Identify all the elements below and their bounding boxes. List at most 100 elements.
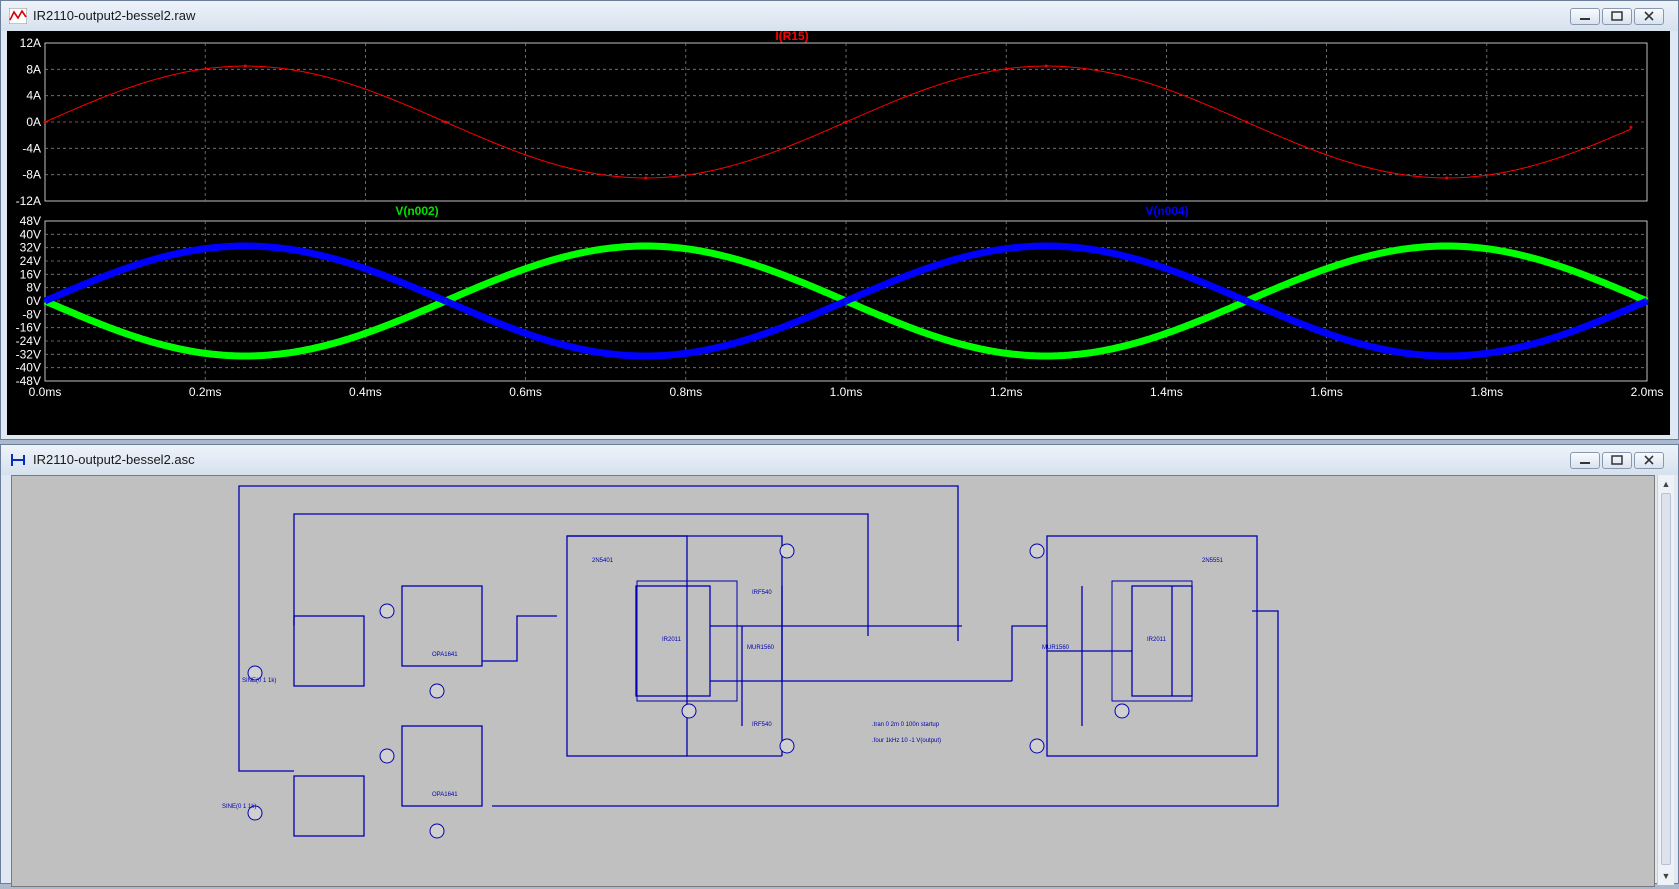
scroll-up-icon[interactable]: ▲ (1661, 479, 1671, 489)
source-bottom-label[interactable]: SINE(0 1 1k) (222, 804, 256, 810)
data-point-vn004 (644, 354, 648, 358)
x-tick-label: 0.8ms (669, 385, 702, 399)
data-point-vn004 (1645, 299, 1649, 303)
x-tick-label: 0.4ms (349, 385, 382, 399)
top-trace-label[interactable]: I(R15) (775, 29, 808, 43)
data-point-vn002 (644, 244, 648, 248)
scroll-thumb[interactable] (1661, 493, 1671, 865)
schematic-wires (238, 485, 1279, 837)
data-point-ir15 (243, 64, 247, 68)
data-point-ir15 (43, 120, 47, 124)
schematic-window-title: IR2110-output2-bessel2.asc (33, 452, 195, 467)
data-point-vn002 (243, 354, 247, 358)
transistor-b-label[interactable]: 2N5551 (1202, 558, 1224, 564)
waveform-titlebar[interactable]: IR2110-output2-bessel2.raw (1, 1, 1678, 31)
x-tick-label: 1.4ms (1150, 385, 1183, 399)
x-tick-label: 0.0ms (29, 385, 62, 399)
x-tick-label: 0.6ms (509, 385, 542, 399)
top-pane-y-tick-label: -4A (22, 141, 41, 155)
top-pane-y-tick-label: 12A (20, 36, 41, 50)
data-point-ir15 (644, 176, 648, 180)
schematic-maximize-button[interactable] (1602, 452, 1632, 469)
opamp-label-bottom[interactable]: OPA1641 (432, 792, 458, 798)
right-ic-label[interactable]: IR2011 (1147, 637, 1167, 643)
schematic-titlebar[interactable]: IR2110-output2-bessel2.asc (1, 445, 1678, 475)
data-point-vn004 (444, 299, 447, 303)
x-tick-label: 2.0ms (1631, 385, 1664, 399)
close-icon (1644, 455, 1654, 465)
top-pane-y-tick-label: -8A (22, 168, 41, 182)
transistor-a-label[interactable]: 2N5401 (592, 558, 614, 564)
top-pane-y-tick-label: 0A (26, 115, 41, 129)
schematic-close-button[interactable] (1634, 452, 1664, 469)
data-point-vn002 (1044, 354, 1048, 358)
minimize-icon (1580, 18, 1590, 20)
source-top[interactable] (247, 665, 263, 681)
restore-icon (1611, 455, 1623, 465)
bottom-pane-y-tick-label: -16V (16, 321, 41, 335)
x-tick-label: 1.0ms (830, 385, 863, 399)
x-tick-label: 0.2ms (189, 385, 222, 399)
schematic-svg[interactable]: SINE(0 1 1k) SINE(0 1 1k) OPA1641 OPA164… (12, 476, 1652, 884)
directive-3[interactable]: .four 1kHz 10 -1 V(output) (872, 738, 941, 744)
data-point-vn004 (243, 244, 247, 248)
minimize-icon (1580, 462, 1590, 464)
plot-svg[interactable]: 12A8A4A0A-4A-8A-12A48V40V32V24V16V8V0V-8… (7, 29, 1670, 435)
schematic-window: IR2110-output2-bessel2.asc (0, 444, 1679, 887)
bottom-pane-y-tick-label: -24V (16, 334, 41, 348)
left-ic-label[interactable]: IR2011 (662, 637, 682, 643)
bottom-pane-y-tick-label: 32V (20, 241, 41, 255)
bottom-pane-y-tick-label: 48V (20, 214, 41, 228)
source-bottom[interactable] (247, 805, 263, 821)
opamp-label-top[interactable]: OPA1641 (432, 652, 458, 658)
data-point-vn004 (43, 299, 47, 303)
bottom-trace-label-1[interactable]: V(n002) (395, 204, 438, 218)
trace-i-r15[interactable] (44, 65, 1632, 179)
data-point-vn004 (844, 299, 848, 303)
maximize-button[interactable] (1602, 8, 1632, 25)
close-icon (1644, 11, 1654, 21)
directive-1[interactable]: .tran 0 2m 0 100n startup (872, 722, 940, 728)
schematic-labels: SINE(0 1 1k) SINE(0 1 1k) OPA1641 OPA164… (222, 558, 1224, 810)
bottom-pane-y-tick-label: 0V (26, 294, 41, 308)
waveform-window: IR2110-output2-bessel2.raw 12A 8A 4A 0A -4A -… (0, 0, 1679, 440)
data-point-vn002 (1445, 244, 1449, 248)
x-tick-label: 1.8ms (1470, 385, 1503, 399)
x-tick-label: 1.2ms (990, 385, 1023, 399)
data-point-ir15 (1245, 120, 1248, 124)
schematic-components (247, 543, 1193, 839)
data-point-vn004 (1445, 354, 1449, 358)
waveform-app-icon (9, 8, 27, 24)
close-button[interactable] (1634, 8, 1664, 25)
bottom-pane-y-tick-label: -32V (16, 347, 41, 361)
fet-a-label[interactable]: IRF540 (752, 590, 772, 596)
top-pane-y-tick-label: 4A (26, 89, 41, 103)
schematic-canvas[interactable]: SINE(0 1 1k) SINE(0 1 1k) OPA1641 OPA164… (11, 475, 1655, 887)
schematic-scrollbar[interactable]: ▲ ▼ (1657, 475, 1674, 885)
bottom-pane-y-tick-label: -48V (16, 374, 41, 388)
x-tick-label: 1.6ms (1310, 385, 1343, 399)
bottom-pane-y-tick-label: -8V (22, 307, 41, 321)
schematic-minimize-button[interactable] (1570, 452, 1600, 469)
bottom-pane-y-tick-label: 24V (20, 254, 41, 268)
data-point-ir15 (844, 120, 848, 124)
scroll-down-icon[interactable]: ▼ (1661, 871, 1671, 881)
data-point-vn004 (1044, 244, 1048, 248)
bottom-pane-y-tick-label: 40V (20, 227, 41, 241)
data-point-ir15 (1629, 125, 1633, 129)
data-point-ir15 (1044, 64, 1048, 68)
top-pane-y-tick-label: 8A (26, 62, 41, 76)
schematic-app-icon (11, 454, 25, 466)
diode-a-label[interactable]: MUR1560 (747, 645, 775, 651)
diode-b-label[interactable]: MUR1560 (1042, 645, 1070, 651)
top-pane-y-tick-label: -12A (16, 194, 41, 208)
data-point-ir15 (1445, 176, 1449, 180)
restore-icon (1611, 11, 1623, 21)
fet-b-label[interactable]: IRF540 (752, 722, 772, 728)
source-top-label[interactable]: SINE(0 1 1k) (242, 678, 276, 684)
data-point-vn004 (1245, 299, 1248, 303)
bottom-trace-label-2[interactable]: V(n004) (1145, 204, 1188, 218)
minimize-button[interactable] (1570, 8, 1600, 25)
waveform-window-title: IR2110-output2-bessel2.raw (33, 8, 196, 23)
